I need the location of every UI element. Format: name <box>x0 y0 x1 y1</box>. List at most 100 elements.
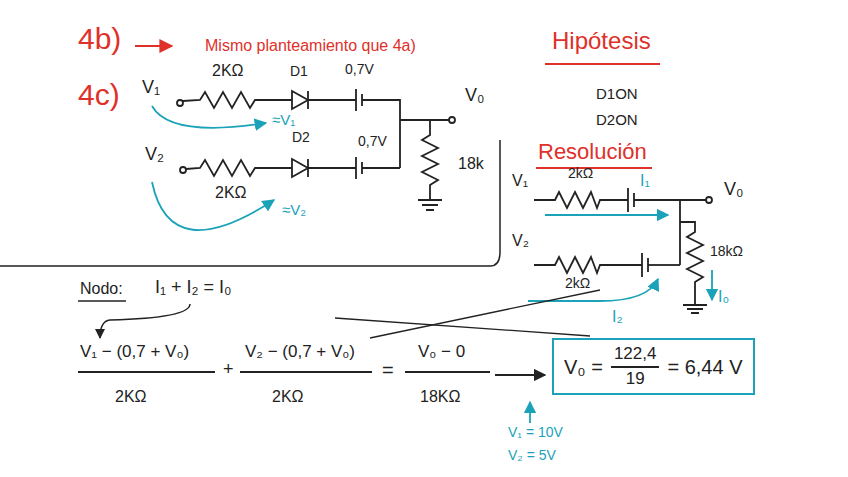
label-text: 2KΩ <box>272 388 304 405</box>
part-name: D2 <box>292 130 310 145</box>
result-box: V₀ = 122,419 = 6,44 V <box>552 338 755 395</box>
result-text: = 6,44 V <box>667 356 742 378</box>
label-text: V₁ <box>512 172 528 189</box>
heading: Resolución <box>538 140 647 164</box>
label-text: 4b) <box>78 22 121 55</box>
section-number: 4b) <box>78 22 121 55</box>
result-text: V₀ = <box>564 356 603 378</box>
equation-term: 2KΩ <box>272 388 304 406</box>
current-name: I₀ <box>718 288 729 306</box>
resistor-value: 18k <box>458 155 484 173</box>
current-name: I₂ <box>612 308 623 326</box>
result-text: 122,4 <box>611 345 660 368</box>
label-text: V₁ − (0,7 + V₀) <box>80 342 189 361</box>
label-text: = <box>382 359 394 381</box>
section-number: 4c) <box>78 78 120 111</box>
hypothesis: D1ON <box>596 86 638 103</box>
label-text: 2kΩ <box>568 165 593 181</box>
label-text: 2KΩ <box>115 388 147 405</box>
operator: + <box>223 360 234 380</box>
label-text: 18KΩ <box>420 388 460 405</box>
result-text: 19 <box>626 368 645 389</box>
equation-term: V₀ − 0 <box>418 343 465 362</box>
label-text: D2ON <box>596 111 638 128</box>
label-text: 2kΩ <box>565 275 590 291</box>
circuit-resolucion <box>534 188 712 313</box>
resistor-value: 2kΩ <box>568 166 593 181</box>
resistor-value: 2KΩ <box>215 184 247 202</box>
note: Mismo planteamiento que 4a) <box>205 37 416 55</box>
label-text: D1ON <box>596 85 638 102</box>
equation-term: 2KΩ <box>115 388 147 406</box>
label-text: 18k <box>458 155 484 172</box>
label-text: V₂ <box>145 144 164 164</box>
equation-term: V₁ − (0,7 + V₀) <box>80 343 189 362</box>
label-text: V₀ − 0 <box>418 342 465 361</box>
underline <box>545 63 660 65</box>
fraction: 122,419 <box>611 345 660 388</box>
label-text: 2KΩ <box>215 184 247 201</box>
label-text: ≈V₂ <box>282 201 306 218</box>
label-text: 0,7V <box>345 61 374 77</box>
annotation: ≈V₁ <box>272 112 295 129</box>
label-text: D2 <box>292 129 310 145</box>
label-text: Resolución <box>538 139 647 164</box>
divider-line <box>0 140 500 266</box>
fraction-bars <box>78 371 490 373</box>
equation-label: Nodo: <box>80 280 123 298</box>
label-text: V₁ = 10V <box>508 424 563 440</box>
label-text: I₁ <box>640 172 650 189</box>
label-text: 0,7V <box>358 133 387 149</box>
given-value: V₂ = 5V <box>508 448 556 463</box>
signal-name: V₂ <box>145 145 164 165</box>
label-text: Nodo: <box>80 280 123 297</box>
red-arrow <box>135 45 172 47</box>
black-arrow <box>495 374 545 376</box>
equation-term: 18KΩ <box>420 388 460 406</box>
label-text: Hipótesis <box>552 27 651 54</box>
part-name: D1 <box>290 64 308 79</box>
signal-name: V₀ <box>724 180 743 200</box>
signal-name: V₁ <box>512 172 528 190</box>
voltage-value: 0,7V <box>358 134 387 149</box>
hypothesis: D2ON <box>596 112 638 129</box>
annotation: ≈V₂ <box>282 202 306 219</box>
signal-name: V₁ <box>142 78 160 98</box>
label-text: Mismo planteamiento que 4a) <box>205 37 416 54</box>
label-text: 4c) <box>78 78 120 111</box>
operator: = <box>382 359 394 381</box>
resistor-value: 18kΩ <box>710 244 743 259</box>
cyan-arrow <box>529 402 531 423</box>
underline <box>78 300 126 302</box>
label-text: 18kΩ <box>710 243 743 259</box>
label-text: V₂ <box>512 232 529 249</box>
label-text: ≈V₁ <box>272 111 295 128</box>
current-name: I₁ <box>640 172 650 190</box>
heading: Hipótesis <box>552 28 651 54</box>
circuit-4c <box>177 89 455 210</box>
label-text: 2KΩ <box>212 62 244 79</box>
black-arrow <box>100 304 190 338</box>
label-text: D1 <box>290 63 308 79</box>
given-value: V₁ = 10V <box>508 425 563 440</box>
label-text: V₂ = 5V <box>508 447 556 463</box>
underline <box>536 167 652 169</box>
equation-term: V₂ − (0,7 + V₀) <box>245 343 355 362</box>
current-arrows <box>528 215 712 301</box>
label-text: I₀ <box>718 288 729 305</box>
equation: I₁ + I₂ = I₀ <box>155 278 232 298</box>
voltage-value: 0,7V <box>345 62 374 77</box>
resistor-value: 2kΩ <box>565 276 590 291</box>
label-text: V₁ <box>142 77 160 97</box>
voltage-arrows <box>152 106 274 230</box>
label-text: + <box>223 359 234 379</box>
label-text: V₀ <box>724 179 743 199</box>
label-text: V₂ − (0,7 + V₀) <box>245 342 355 361</box>
signal-name: V₂ <box>512 232 529 250</box>
cross-out-lines <box>335 290 600 338</box>
label-text: I₂ <box>612 308 623 325</box>
label-text: I₁ + I₂ = I₀ <box>155 277 232 297</box>
resistor-value: 2KΩ <box>212 62 244 80</box>
